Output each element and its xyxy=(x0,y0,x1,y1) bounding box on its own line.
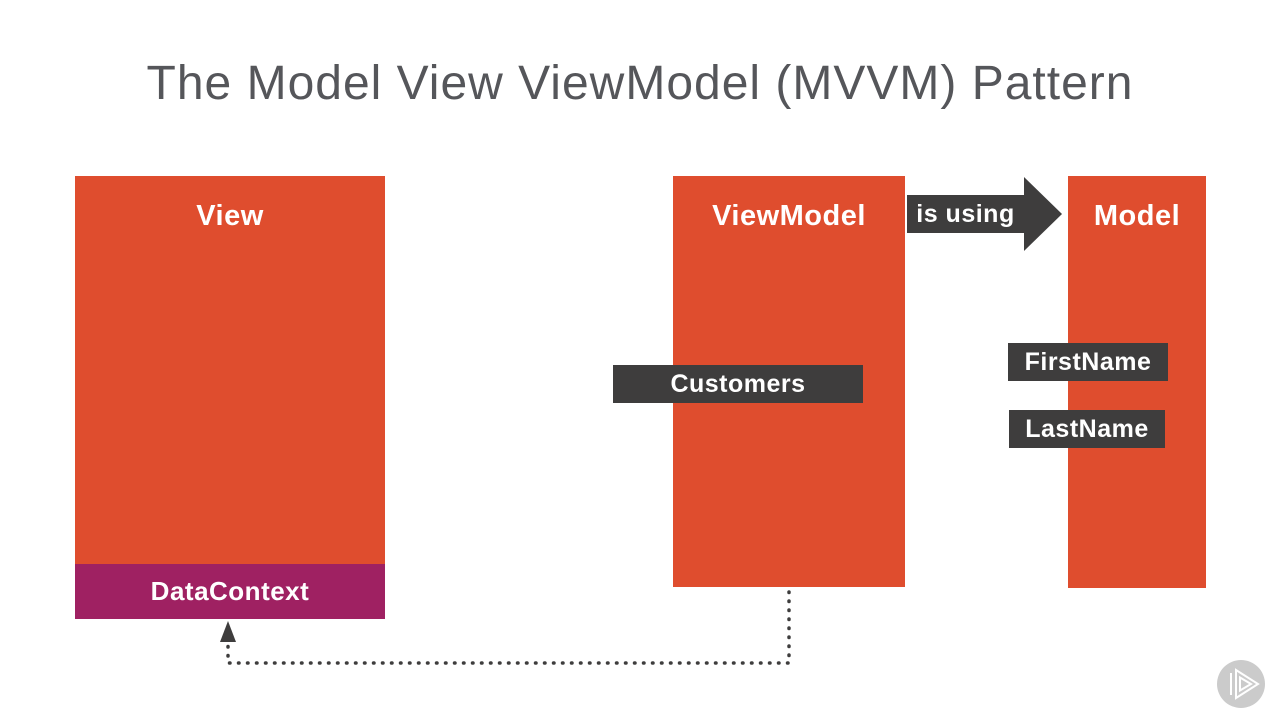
customers-label: Customers xyxy=(670,370,806,398)
model-box-label: Model xyxy=(1093,200,1181,232)
is-using-arrow-body: is using xyxy=(907,195,1024,233)
firstname-label: FirstName xyxy=(1024,348,1152,376)
is-using-arrow-head-icon xyxy=(1024,177,1062,251)
pluralsight-play-icon xyxy=(1217,660,1265,708)
view-box: View xyxy=(75,176,385,564)
up-arrowhead-icon xyxy=(220,621,236,642)
slide-title: The Model View ViewModel (MVVM) Pattern xyxy=(146,57,1134,110)
viewmodel-box-label: ViewModel xyxy=(712,200,866,232)
model-box: Model xyxy=(1068,176,1206,588)
lastname-tag: LastName xyxy=(1009,410,1165,448)
lastname-label: LastName xyxy=(1025,415,1149,443)
view-box-label: View xyxy=(196,200,264,232)
is-using-label: is using xyxy=(916,200,1015,228)
datacontext-box: DataContext xyxy=(75,564,385,619)
firstname-tag: FirstName xyxy=(1008,343,1168,381)
customers-tag: Customers xyxy=(613,365,863,403)
datacontext-label: DataContext xyxy=(150,576,310,606)
